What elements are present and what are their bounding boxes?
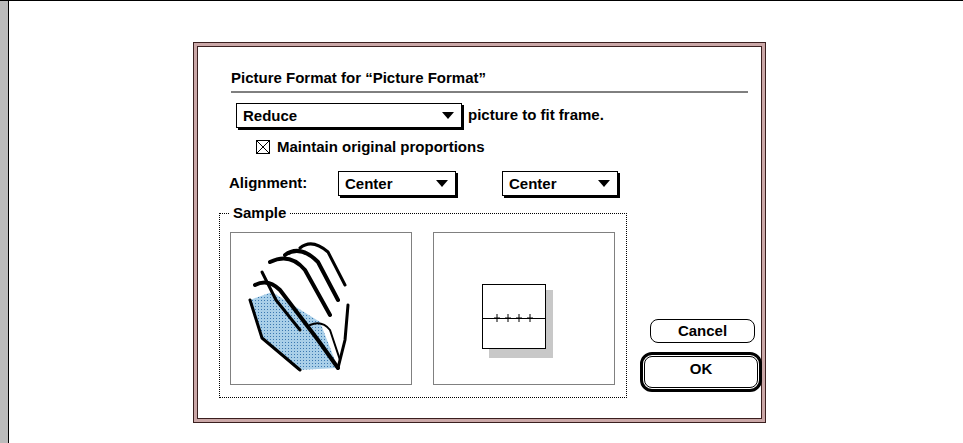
label-text: picture to fit frame. [468,106,604,124]
push-button: Cancel [650,319,755,343]
dialog-title: Picture Format for “Picture Format” [231,69,486,87]
folder-illustration [250,244,348,370]
popup-menu: Reduce [236,103,462,128]
sample-pane [231,233,412,385]
button-label: OK [645,360,757,378]
button-label: Cancel [651,322,754,340]
popup-arrow [598,180,610,188]
checkbox [257,141,270,154]
label-text: Alignment: [229,174,307,192]
button-face: OK [644,356,758,388]
page-icon [483,285,554,359]
popup-value: Center [509,175,557,193]
group-heading: Sample [230,204,289,222]
title-rule [231,92,748,93]
window-edge [0,0,9,443]
default-button: OK [640,352,762,392]
popup-value: Reduce [243,107,297,125]
sample-pane [434,233,615,385]
popup-menu: Center [338,171,456,196]
window-top-line [0,0,963,1]
popup-value: Center [345,175,393,193]
group-box: Sample [219,213,627,398]
popup-arrow [442,112,454,120]
popup-arrow [436,180,448,188]
popup-menu: Center [502,171,618,196]
label-text: Maintain original proportions [277,138,485,156]
